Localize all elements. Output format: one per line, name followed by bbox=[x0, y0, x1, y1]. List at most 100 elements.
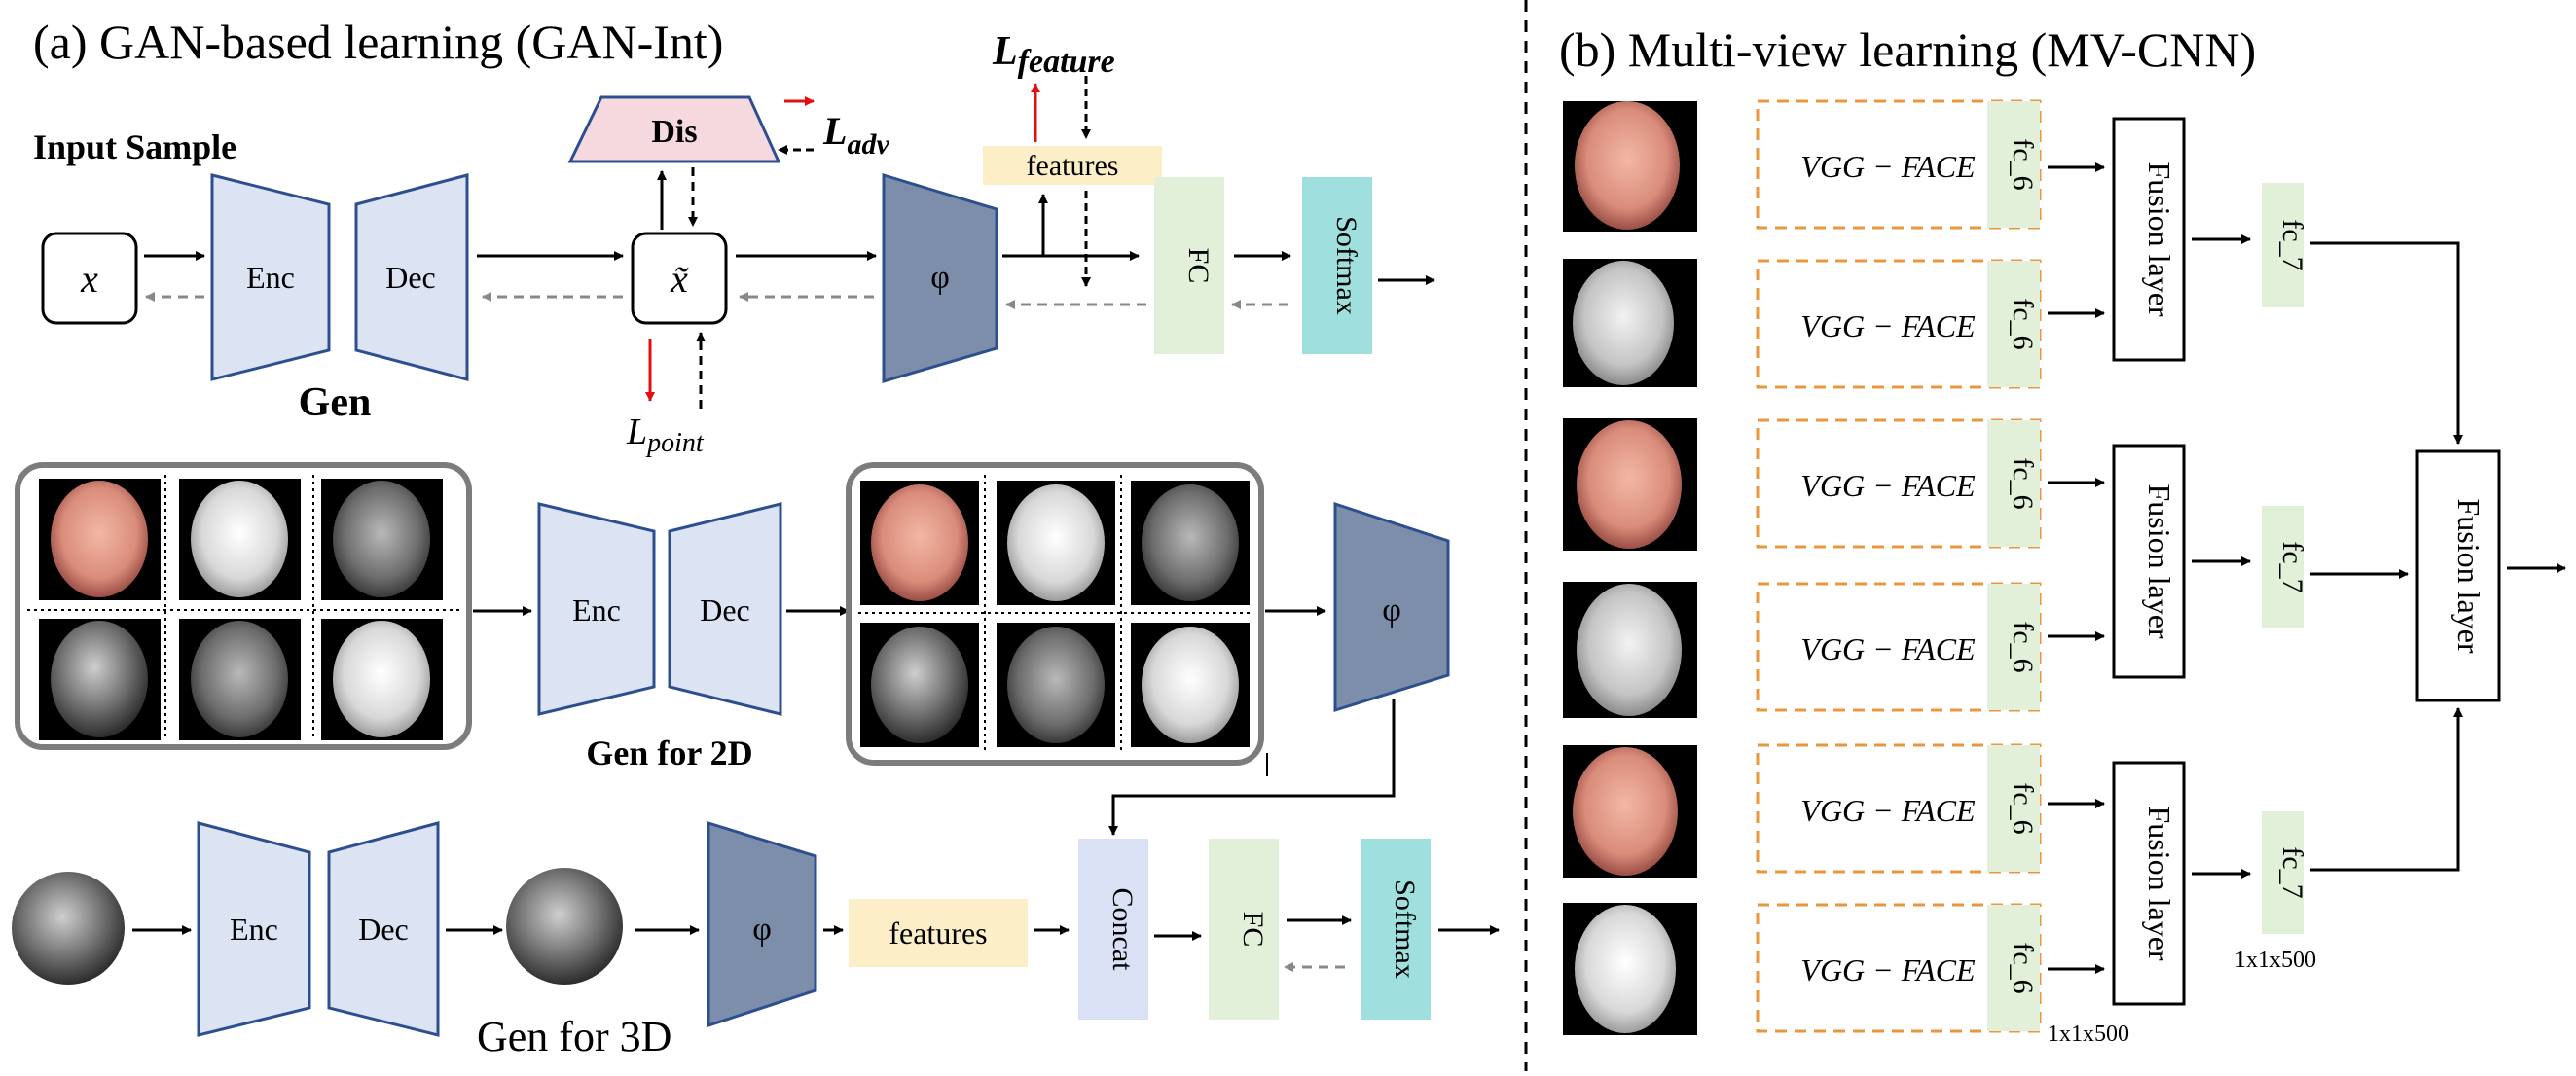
softmax-top bbox=[1302, 177, 1372, 354]
vgg-label-5: VGG − FACE bbox=[1800, 793, 1976, 828]
loss-point: Lpoint bbox=[626, 412, 705, 458]
discriminator bbox=[567, 95, 781, 163]
face-shape bbox=[1577, 584, 1682, 716]
xtilde-box bbox=[631, 232, 728, 325]
face-shape bbox=[191, 621, 288, 737]
face-shape bbox=[506, 868, 623, 985]
gen3d-decoder bbox=[327, 821, 440, 1037]
gen2d-decoder bbox=[668, 502, 782, 716]
fc-top-label: FC bbox=[1182, 248, 1215, 284]
fusion-layer-2 bbox=[2112, 444, 2186, 679]
fc6-label-6: fc_6 bbox=[2007, 942, 2039, 993]
gen2d-decoder-label: Dec bbox=[700, 592, 750, 628]
gen-decoder-label: Dec bbox=[385, 260, 436, 295]
xtilde-label: x̃ bbox=[670, 257, 689, 301]
face-shape bbox=[51, 621, 148, 737]
input-sample-label: Input Sample bbox=[33, 127, 236, 166]
face-shape bbox=[1573, 747, 1678, 876]
fc7-3 bbox=[2262, 811, 2304, 934]
fusion-layer-1 bbox=[2112, 117, 2186, 362]
phi-network-top bbox=[882, 172, 998, 384]
softmax-top-label: Softmax bbox=[1330, 216, 1362, 315]
gen-3d-label: Gen for 3D bbox=[477, 1013, 671, 1060]
fc-bottom-label: FC bbox=[1237, 912, 1269, 948]
face-shape bbox=[333, 481, 430, 597]
features-top-label: features bbox=[1027, 150, 1119, 182]
vgg-label-4: VGG − FACE bbox=[1800, 631, 1976, 666]
face-shape bbox=[871, 484, 968, 601]
phi-network-2d bbox=[1333, 501, 1450, 713]
arrow-phi2d-to-concat bbox=[1108, 699, 1396, 836]
face-shape bbox=[871, 627, 968, 743]
vgg-label-2: VGG − FACE bbox=[1800, 308, 1976, 343]
arrow-fc7-1-final bbox=[2310, 241, 2463, 445]
phi-top-label: φ bbox=[930, 260, 950, 296]
final-fusion-layer-label: Fusion layer bbox=[2451, 498, 2486, 653]
fc7-label-2: fc_7 bbox=[2276, 541, 2308, 592]
face-shape bbox=[1577, 420, 1682, 549]
gen-encoder bbox=[210, 173, 331, 381]
fc7-label-3: fc_7 bbox=[2276, 846, 2308, 898]
discriminator-label: Dis bbox=[651, 114, 697, 150]
fc6-dim-label: 1x1x500 bbox=[2048, 1022, 2129, 1047]
gen3d-encoder bbox=[197, 821, 311, 1037]
fc6-5 bbox=[1987, 745, 2040, 872]
features-3d bbox=[849, 899, 1028, 967]
gen3d-decoder-label: Dec bbox=[358, 912, 409, 947]
face-shape bbox=[12, 872, 125, 985]
fc7-label-1: fc_7 bbox=[2276, 219, 2308, 270]
fc6-label-4: fc_6 bbox=[2007, 621, 2039, 672]
phi-2d-label: φ bbox=[1382, 592, 1401, 628]
concat-block bbox=[1078, 839, 1148, 1020]
concat-label: Concat bbox=[1107, 888, 1139, 972]
vgg-label-3: VGG − FACE bbox=[1800, 468, 1976, 503]
face-shape bbox=[51, 481, 148, 597]
arrow-fc7-3-final bbox=[2310, 707, 2463, 872]
input-x-label: x bbox=[80, 257, 98, 301]
fc-bottom bbox=[1209, 839, 1279, 1020]
softmax-bottom-label: Softmax bbox=[1389, 879, 1421, 979]
softmax-bottom bbox=[1361, 839, 1431, 1020]
fc7-1 bbox=[2262, 183, 2304, 307]
gen2d-encoder bbox=[537, 502, 656, 716]
gen2d-encoder-label: Enc bbox=[572, 592, 621, 628]
input-x-box bbox=[41, 232, 138, 325]
fc6-label-2: fc_6 bbox=[2007, 298, 2039, 349]
fc6-3 bbox=[1987, 420, 2040, 547]
face-shape bbox=[333, 621, 430, 737]
loss-feature: Lfeature bbox=[992, 29, 1115, 80]
face-shape bbox=[1575, 101, 1680, 230]
face-shape bbox=[1142, 627, 1239, 743]
fusion-layer-3 bbox=[2112, 761, 2186, 1006]
features-top bbox=[983, 146, 1162, 185]
phi-3d-label: φ bbox=[752, 912, 772, 948]
fc6-label-5: fc_6 bbox=[2007, 782, 2039, 834]
fc6-2 bbox=[1987, 261, 2040, 387]
face-shape bbox=[191, 481, 288, 597]
fc7-2 bbox=[2262, 506, 2304, 628]
fc6-label-3: fc_6 bbox=[2007, 457, 2039, 509]
loss-adv: Ladv bbox=[822, 109, 889, 161]
face-shape bbox=[1007, 627, 1105, 743]
gen-decoder bbox=[354, 173, 469, 381]
face-shape bbox=[1142, 484, 1239, 601]
final-fusion-layer bbox=[2415, 449, 2501, 702]
fusion-layer-2-label: Fusion layer bbox=[2142, 484, 2177, 638]
panel-b-title: (b) Multi-view learning (MV-CNN) bbox=[1559, 22, 2256, 77]
fc6-4 bbox=[1987, 584, 2040, 710]
fusion-layer-1-label: Fusion layer bbox=[2142, 161, 2177, 316]
face-shape bbox=[1007, 484, 1105, 601]
fc6-6 bbox=[1987, 905, 2040, 1031]
fusion-layer-3-label: Fusion layer bbox=[2142, 806, 2177, 960]
face-shape bbox=[1575, 905, 1676, 1033]
panel-a-title: (a) GAN-based learning (GAN-Int) bbox=[33, 15, 723, 69]
face-shape bbox=[1573, 261, 1674, 385]
fc6-1 bbox=[1987, 101, 2040, 228]
gen-label: Gen bbox=[299, 380, 372, 425]
phi-network-3d bbox=[707, 820, 817, 1028]
fc-top bbox=[1154, 177, 1224, 354]
gen3d-encoder-label: Enc bbox=[230, 912, 278, 947]
fc6-label-1: fc_6 bbox=[2007, 138, 2039, 190]
